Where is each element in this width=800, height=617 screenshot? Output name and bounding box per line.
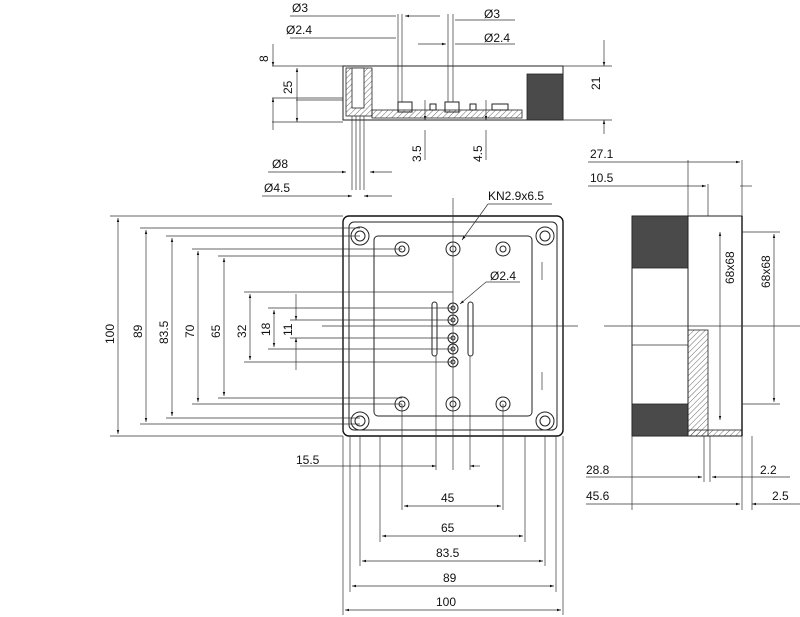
dim-side-105: 10.5 (590, 171, 614, 185)
dim-dia3-left: Ø3 (292, 1, 308, 15)
dim-v-89: 89 (131, 324, 145, 338)
dim-side-271: 27.1 (590, 147, 614, 161)
dim-v-18: 18 (259, 322, 273, 336)
dim-v-70: 70 (183, 324, 197, 338)
dim-side-288: 28.8 (586, 463, 610, 477)
top-section-view: Ø3 Ø2.4 Ø3 Ø2.4 8 25 21 3.5 4.5 Ø8 Ø4.5 (257, 1, 612, 198)
dim-dia24-left: Ø2.4 (286, 23, 312, 37)
label-dia24: Ø2.4 (490, 269, 516, 283)
dim-v-65: 65 (209, 324, 223, 338)
dim-height-21: 21 (589, 76, 603, 90)
dim-h-155: 15.5 (296, 453, 320, 467)
side-view: 27.1 10.5 68x68 68x68 28.8 2.2 45.6 2.5 (586, 147, 800, 510)
dim-side-456: 45.6 (586, 489, 610, 503)
dim-side-22: 2.2 (760, 463, 777, 477)
dim-h-65: 65 (441, 521, 455, 535)
dim-depth-35: 3.5 (410, 145, 424, 162)
dim-side-25: 2.5 (772, 489, 789, 503)
dim-depth-45: 4.5 (471, 145, 485, 162)
dim-dia45: Ø4.5 (264, 181, 290, 195)
dim-side-68-b: 68x68 (759, 255, 773, 288)
dim-dia8: Ø8 (272, 157, 288, 171)
dim-height-8: 8 (257, 55, 271, 62)
mounting-bosses (394, 241, 511, 412)
corner-holes (350, 226, 555, 431)
dim-height-25: 25 (281, 80, 295, 94)
dim-side-68-a: 68x68 (723, 251, 737, 284)
dim-h-100: 100 (436, 595, 456, 609)
dim-dia3-right: Ø3 (484, 7, 500, 21)
dim-h-835: 83.5 (436, 546, 460, 560)
dim-h-45: 45 (441, 491, 455, 505)
dim-v-100: 100 (103, 324, 117, 344)
dim-v-835: 83.5 (157, 320, 171, 344)
label-screw-size: KN2.9x6.5 (488, 189, 544, 203)
dim-h-89: 89 (443, 571, 457, 585)
dim-dia24-right: Ø2.4 (484, 31, 510, 45)
front-view: KN2.9x6.5 Ø2.4 100 89 83.5 70 65 32 18 1… (103, 189, 578, 615)
dim-v-11: 11 (281, 323, 295, 336)
dim-v-32: 32 (235, 324, 249, 338)
